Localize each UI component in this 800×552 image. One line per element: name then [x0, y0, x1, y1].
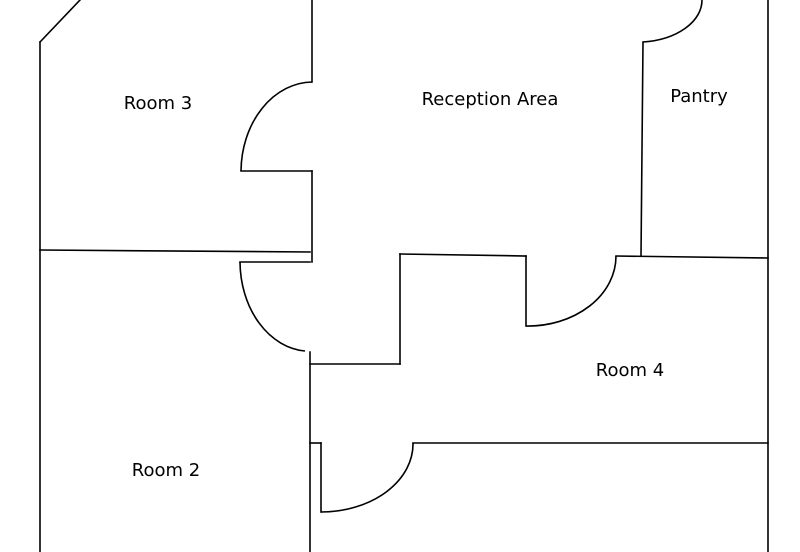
wall-corridor-step-top: [399, 253, 527, 257]
door-room4-reception: [525, 255, 617, 327]
wall-top-left-diagonal: [38, 0, 82, 44]
room-4-walls: [309, 442, 769, 513]
outer-walls: [38, 0, 769, 552]
room-2-label: Room 2: [132, 460, 200, 481]
wall-room3-bottom: [39, 249, 311, 253]
door-pantry: [642, 0, 703, 43]
central-walls: [309, 253, 527, 552]
wall-pantry-left: [640, 41, 644, 257]
pantry-label: Pantry: [670, 86, 728, 107]
wall-pantry-bottom: [615, 255, 769, 259]
room-3-walls: [39, 0, 313, 263]
room-3-label: Room 3: [124, 93, 192, 114]
pantry-walls: [615, 41, 769, 259]
room-4-label: Room 4: [596, 360, 664, 381]
reception-area-label: Reception Area: [422, 89, 559, 110]
door-room2: [239, 261, 306, 352]
doors: [239, 0, 703, 513]
door-room3: [240, 81, 313, 172]
door-room4-lower: [320, 442, 414, 513]
